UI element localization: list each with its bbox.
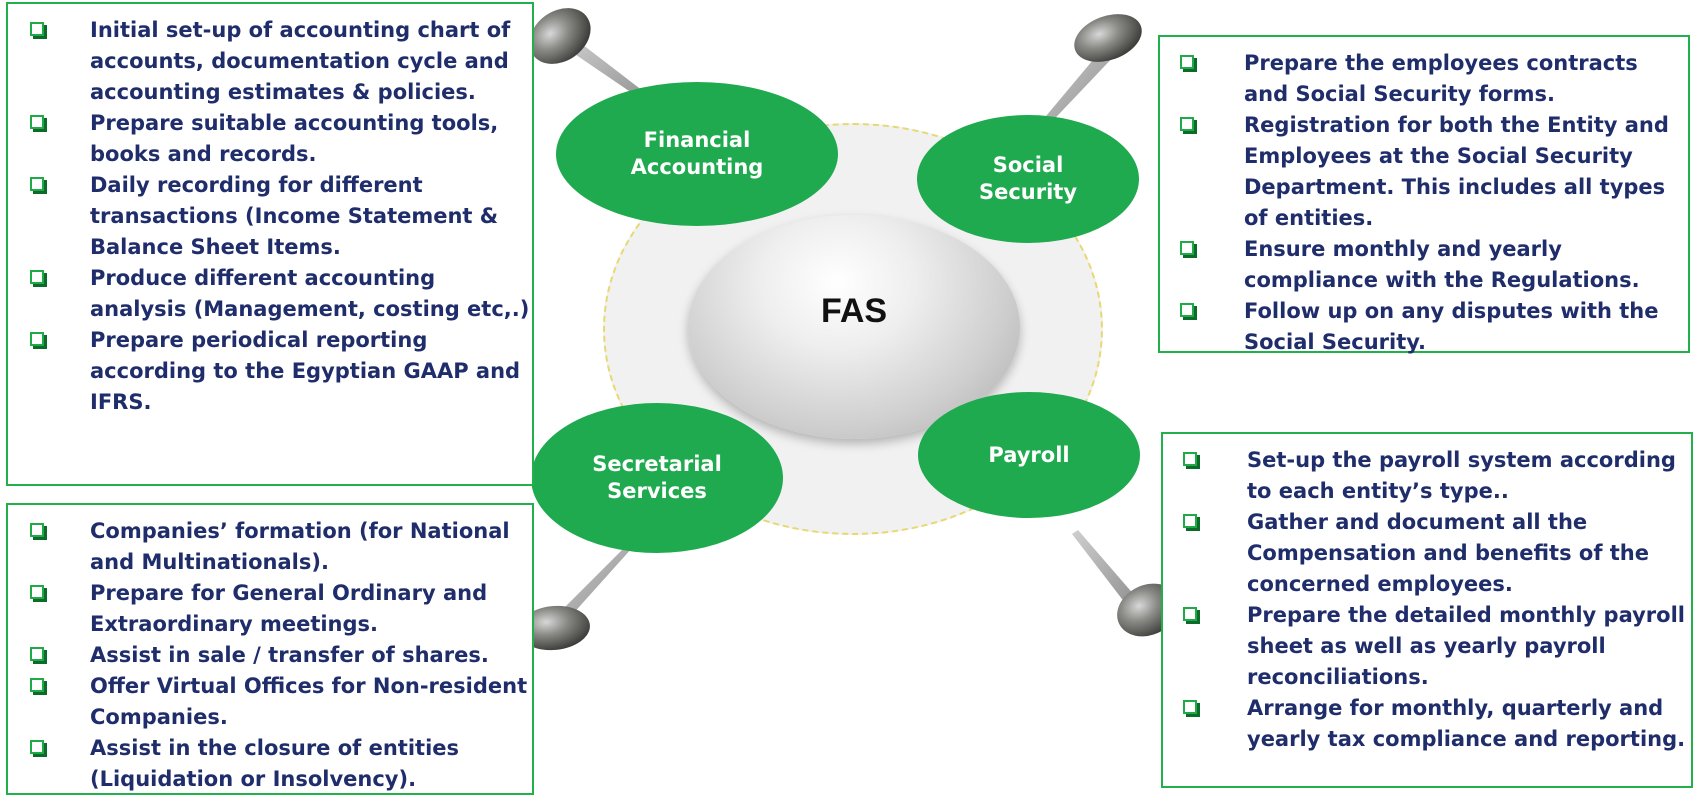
node-secretarial-services: Secretarial Services [531,403,783,553]
secretarial-services-box: Companies’ formation (for National and M… [6,503,534,795]
list-item-text: Set-up the payroll system according to e… [1247,448,1676,503]
list-item-text: Prepare periodical reporting according t… [90,328,521,414]
list-item: Ensure monthly and yearly compliance wit… [1160,234,1688,296]
checkbox-bullet-icon [30,270,44,284]
list-item: Set-up the payroll system according to e… [1163,445,1691,507]
list-item-text: Initial set-up of accounting chart of ac… [90,18,511,104]
list-item-text: Companies’ formation (for National and M… [90,519,510,574]
list-item: Produce different accounting analysis (M… [8,263,532,325]
list-item: Gather and document all the Compensation… [1163,507,1691,600]
node-social-security: Social Security [917,115,1139,243]
list-item: Prepare the employees contracts and Soci… [1160,48,1688,110]
checkbox-bullet-icon [1183,607,1197,621]
list-item: Arrange for monthly, quarterly and yearl… [1163,693,1691,755]
list-item-text: Registration for both the Entity and Emp… [1244,113,1669,230]
list-item-text: Prepare suitable accounting tools, books… [90,111,499,166]
checkbox-bullet-icon [30,177,44,191]
center-hub: FAS [688,215,1020,439]
list-item-text: Arrange for monthly, quarterly and yearl… [1247,696,1686,751]
checkbox-bullet-icon [30,647,44,661]
list-item: Follow up on any disputes with the Socia… [1160,296,1688,358]
list-item-text: Prepare the detailed monthly payroll she… [1247,603,1685,689]
list-item: Prepare for General Ordinary and Extraor… [8,578,532,640]
list-item: Assist in the closure of entities (Liqui… [8,733,532,795]
list-item-text: Ensure monthly and yearly compliance wit… [1244,237,1640,292]
financial-accounting-box: Initial set-up of accounting chart of ac… [6,2,534,486]
node-financial-accounting: Financial Accounting [556,82,838,226]
checkbox-bullet-icon [1180,117,1194,131]
list-item-text: Gather and document all the Compensation… [1247,510,1649,596]
list-item-text: Produce different accounting analysis (M… [90,266,530,321]
list-item-text: Prepare the employees contracts and Soci… [1244,51,1638,106]
list-item: Initial set-up of accounting chart of ac… [8,15,532,108]
checkbox-bullet-icon [1180,55,1194,69]
financial-accounting-list: Initial set-up of accounting chart of ac… [8,15,532,418]
node-payroll: Payroll [918,392,1140,518]
list-item-text: Assist in the closure of entities (Liqui… [90,736,460,791]
list-item: Companies’ formation (for National and M… [8,516,532,578]
node-secretarial-services-label: Secretarial Services [592,452,722,503]
list-item-text: Assist in sale / transfer of shares. [90,643,489,667]
list-item: Assist in sale / transfer of shares. [8,640,532,671]
list-item-text: Follow up on any disputes with the Socia… [1244,299,1659,354]
checkbox-bullet-icon [1183,700,1197,714]
list-item-text: Offer Virtual Offices for Non-resident C… [90,674,528,729]
payroll-box: Set-up the payroll system according to e… [1161,432,1693,788]
pin-secretarial-services [518,544,632,651]
checkbox-bullet-icon [30,115,44,129]
payroll-list: Set-up the payroll system according to e… [1163,445,1691,755]
list-item: Offer Virtual Offices for Non-resident C… [8,671,532,733]
node-payroll-label: Payroll [988,442,1070,467]
center-label: FAS [820,291,888,330]
checkbox-bullet-icon [30,678,44,692]
checkbox-bullet-icon [1180,303,1194,317]
checkbox-bullet-icon [30,740,44,754]
secretarial-services-list: Companies’ formation (for National and M… [8,516,532,795]
checkbox-bullet-icon [30,22,44,36]
list-item-text: Prepare for General Ordinary and Extraor… [90,581,488,636]
list-item: Prepare suitable accounting tools, books… [8,108,532,170]
checkbox-bullet-icon [1183,514,1197,528]
checkbox-bullet-icon [30,332,44,346]
checkbox-bullet-icon [30,523,44,537]
node-social-security-label: Social Security [978,153,1078,204]
list-item-text: Daily recording for different transactio… [90,173,499,259]
checkbox-bullet-icon [30,585,44,599]
list-item: Prepare the detailed monthly payroll she… [1163,600,1691,693]
social-security-box: Prepare the employees contracts and Soci… [1158,35,1690,354]
social-security-list: Prepare the employees contracts and Soci… [1160,48,1688,358]
checkbox-bullet-icon [1180,241,1194,255]
list-item: Prepare periodical reporting according t… [8,325,532,418]
list-item: Daily recording for different transactio… [8,170,532,263]
checkbox-bullet-icon [1183,452,1197,466]
node-financial-accounting-label: Financial Accounting [630,128,764,179]
pin-social-security [1036,14,1142,132]
list-item: Registration for both the Entity and Emp… [1160,110,1688,234]
